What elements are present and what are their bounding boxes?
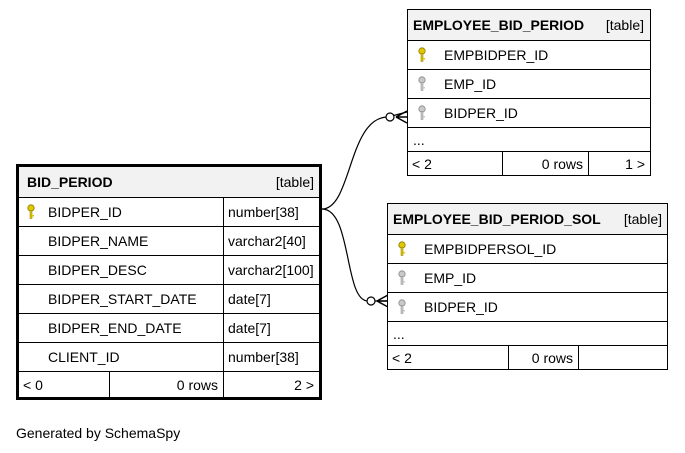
more-columns-ellipsis: ...: [413, 131, 425, 148]
foreign-key-icon: [398, 270, 406, 286]
relationship-line-bid-period-to-employee-bid-period: [321, 111, 408, 210]
column-name: EMPBIDPER_ID: [444, 47, 549, 63]
column-row[interactable]: EMPBIDPER_ID: [408, 40, 650, 69]
column-type: varchar2[100]: [223, 256, 319, 284]
column-name: EMP_ID: [444, 76, 497, 92]
parents-link[interactable]: < 2: [412, 155, 432, 172]
foreign-key-icon: [418, 105, 426, 121]
table-type-tag: [table]: [275, 174, 314, 190]
primary-key-icon: [398, 241, 406, 257]
column-name: BIDPER_NAME: [48, 233, 149, 249]
table-header: EMPLOYEE_BID_PERIOD_SOL [table]: [388, 204, 667, 234]
column-name: BIDPER_START_DATE: [48, 291, 197, 307]
table-title: BID_PERIOD: [27, 174, 113, 190]
relationship-crowfoot: [395, 110, 408, 124]
column-row[interactable]: EMP_ID: [388, 263, 667, 292]
column-row[interactable]: BIDPER_ID number[38]: [19, 197, 319, 226]
children-link[interactable]: [578, 346, 667, 369]
relationship-optional-circle: [385, 112, 395, 122]
column-type: varchar2[40]: [223, 227, 319, 255]
table-title: EMPLOYEE_BID_PERIOD: [413, 17, 585, 33]
parents-link[interactable]: < 2: [392, 349, 412, 366]
primary-key-icon: [27, 204, 35, 220]
table-footer: < 2 0 rows 1 >: [408, 151, 650, 175]
column-type: number[38]: [223, 343, 319, 371]
column-row[interactable]: CLIENT_ID number[38]: [19, 342, 319, 371]
ellipsis-row: ...: [408, 127, 650, 151]
column-row[interactable]: BIDPER_NAME varchar2[40]: [19, 226, 319, 255]
table-title: EMPLOYEE_BID_PERIOD_SOL: [393, 211, 601, 227]
column-name: BIDPER_ID: [424, 299, 498, 315]
more-columns-ellipsis: ...: [393, 325, 405, 342]
relationship-optional-circle: [366, 296, 376, 306]
table-type-tag: [table]: [605, 17, 644, 33]
foreign-key-icon: [418, 76, 426, 92]
column-name: EMP_ID: [424, 270, 477, 286]
column-name: BIDPER_ID: [48, 204, 122, 220]
column-type: date[7]: [223, 285, 319, 313]
table-footer: < 0 0 rows 2 >: [19, 371, 319, 397]
table-type-tag: [table]: [623, 211, 662, 227]
column-row[interactable]: BIDPER_START_DATE date[7]: [19, 284, 319, 313]
column-name: BIDPER_DESC: [48, 262, 147, 278]
ellipsis-row: ...: [388, 321, 667, 345]
relationship-crowfoot: [376, 294, 389, 308]
children-link[interactable]: 2 >: [223, 372, 319, 397]
row-count: 0 rows: [502, 152, 588, 175]
table-employee-bid-period[interactable]: EMPLOYEE_BID_PERIOD [table] EMPBIDPER_ID…: [407, 9, 651, 176]
relationship-line-bid-period-to-employee-bid-period-sol: [321, 208, 388, 302]
column-row[interactable]: EMP_ID: [408, 69, 650, 98]
column-row[interactable]: EMPBIDPERSOL_ID: [388, 234, 667, 263]
column-name: BIDPER_ID: [444, 105, 518, 121]
row-count: 0 rows: [508, 346, 578, 369]
column-type: date[7]: [223, 314, 319, 342]
column-name: BIDPER_END_DATE: [48, 320, 182, 336]
generated-by-note: Generated by SchemaSpy: [16, 425, 181, 441]
table-bid-period[interactable]: BID_PERIOD [table] BIDPER_ID number[38] …: [16, 164, 322, 400]
parents-link[interactable]: < 0: [23, 376, 43, 393]
children-link[interactable]: 1 >: [588, 152, 650, 175]
column-row[interactable]: BIDPER_ID: [408, 98, 650, 127]
table-employee-bid-period-sol[interactable]: EMPLOYEE_BID_PERIOD_SOL [table] EMPBIDPE…: [387, 203, 668, 370]
table-header: EMPLOYEE_BID_PERIOD [table]: [408, 10, 650, 40]
row-count: 0 rows: [109, 372, 223, 397]
column-row[interactable]: BIDPER_DESC varchar2[100]: [19, 255, 319, 284]
column-row[interactable]: BIDPER_END_DATE date[7]: [19, 313, 319, 342]
column-row[interactable]: BIDPER_ID: [388, 292, 667, 321]
table-header: BID_PERIOD [table]: [19, 167, 319, 197]
table-footer: < 2 0 rows: [388, 345, 667, 369]
foreign-key-icon: [398, 299, 406, 315]
column-name: CLIENT_ID: [48, 349, 120, 365]
primary-key-icon: [418, 47, 426, 63]
column-name: EMPBIDPERSOL_ID: [424, 241, 557, 257]
column-type: number[38]: [223, 198, 319, 226]
